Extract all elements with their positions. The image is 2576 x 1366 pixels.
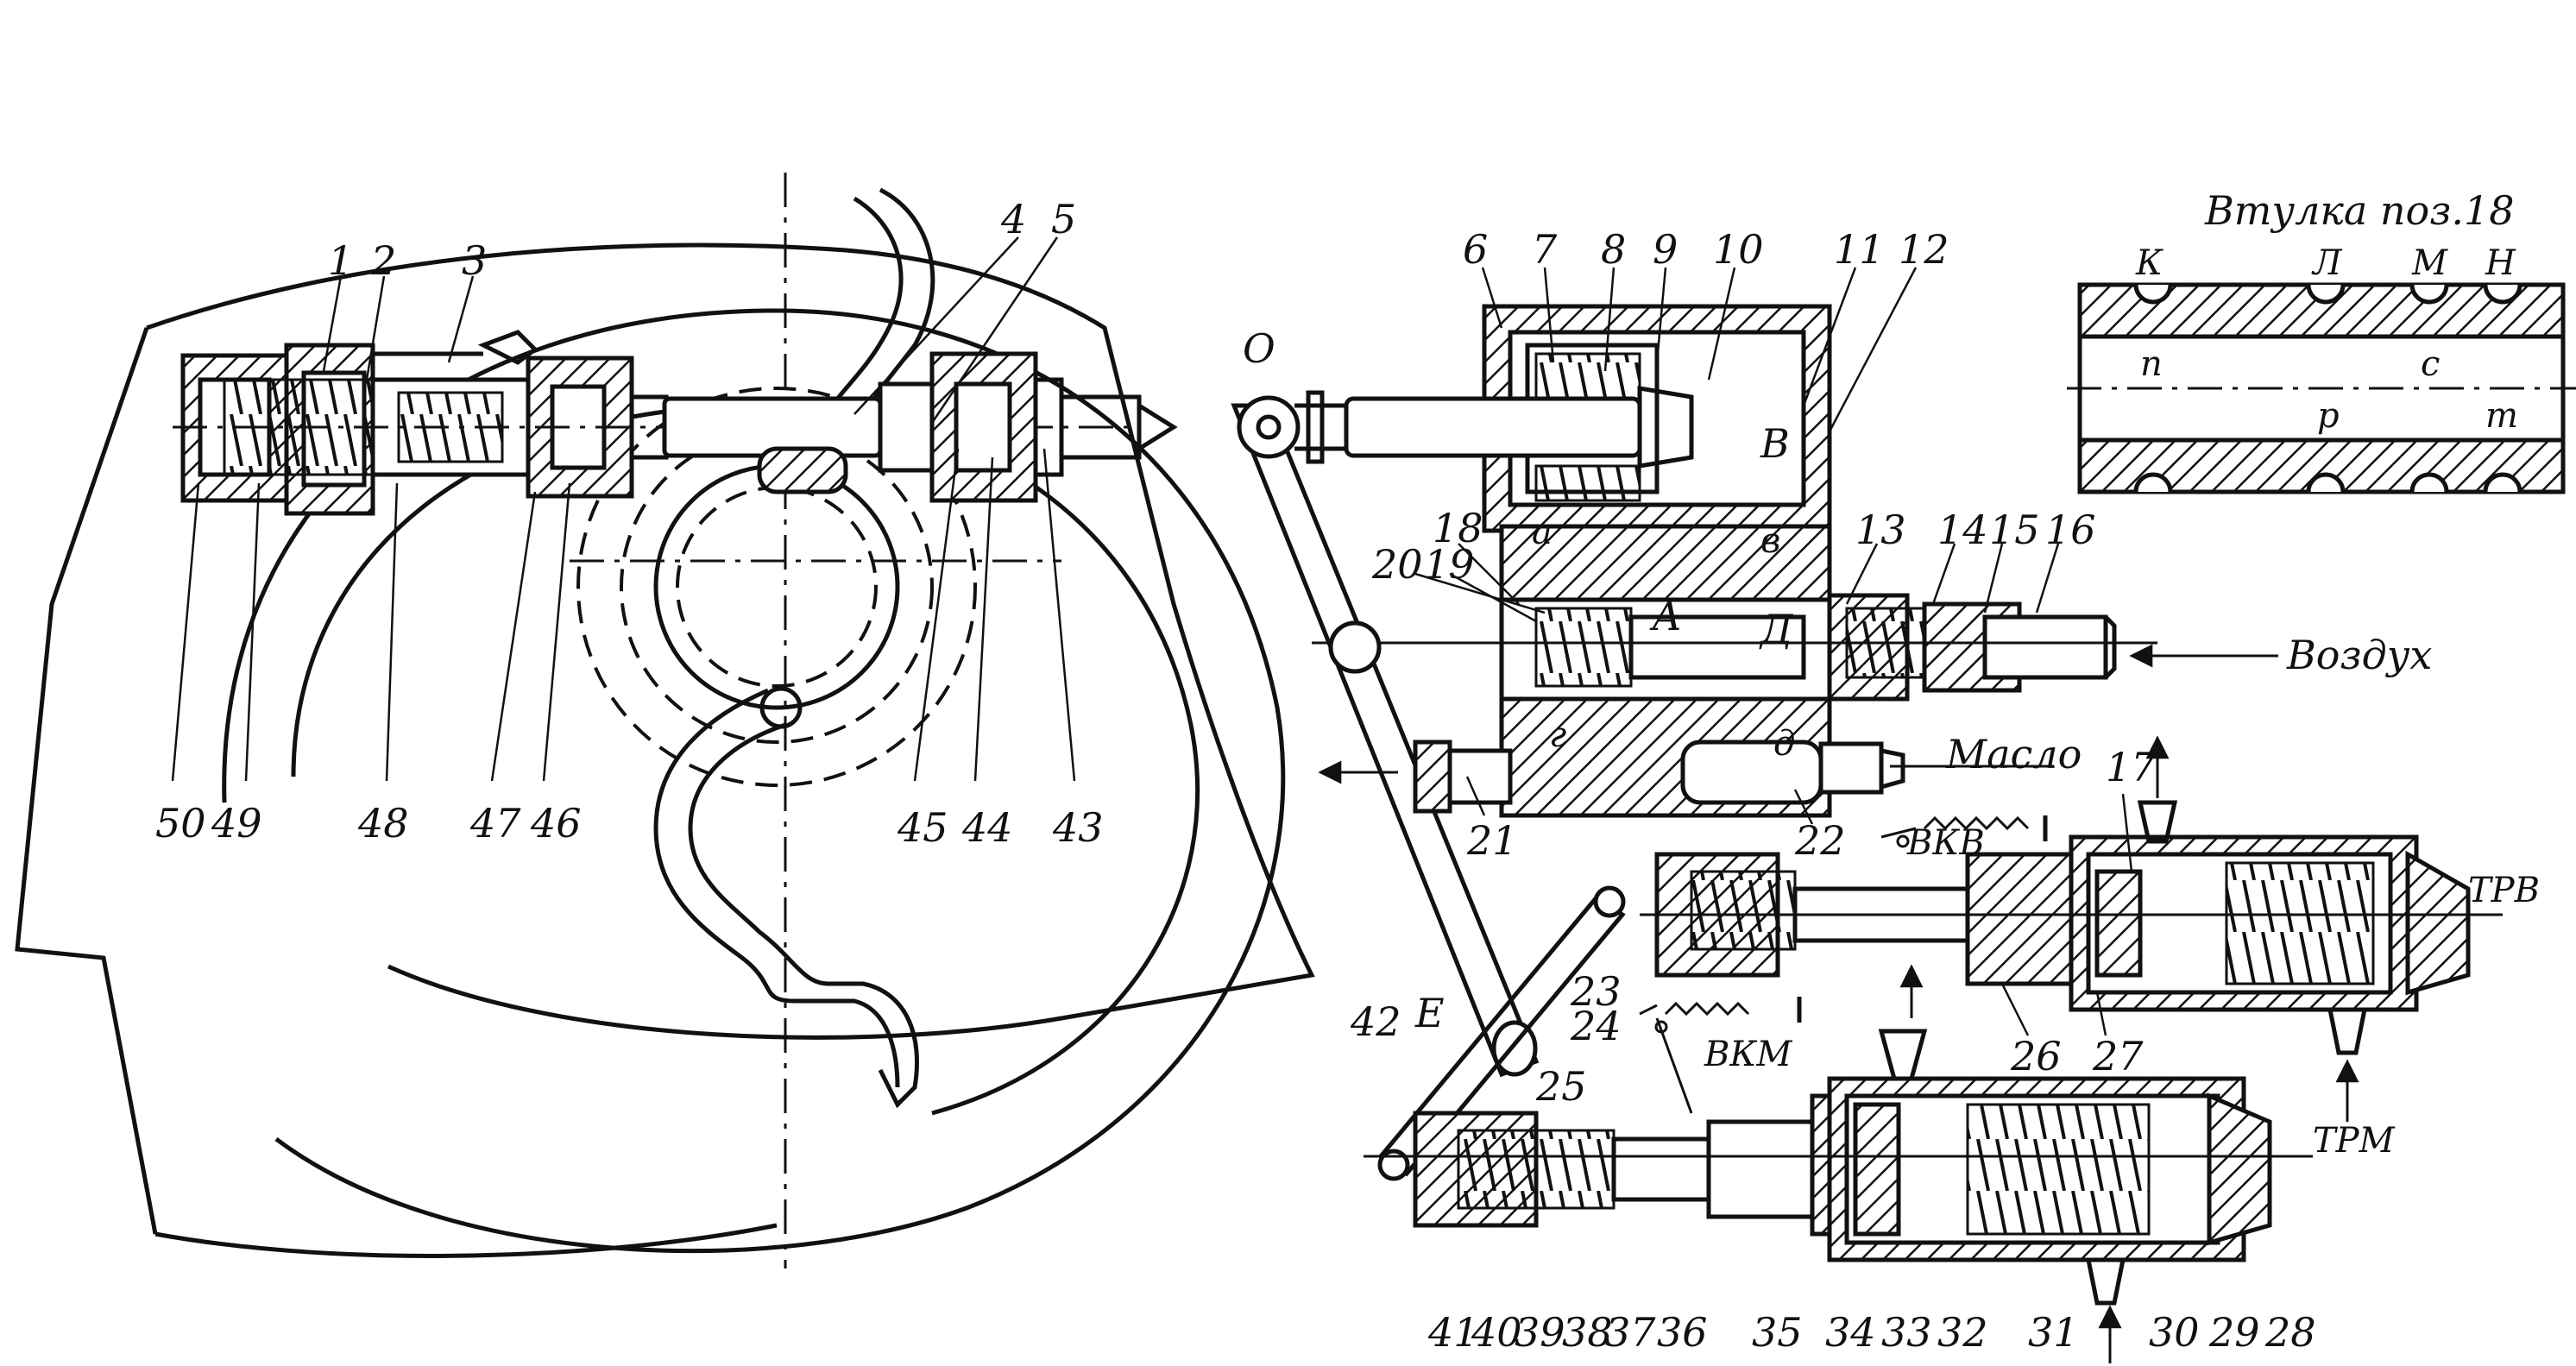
label-17: 17 [2106,744,2157,790]
label-49: 49 [211,800,262,847]
label-24: 24 [1570,1003,1622,1049]
label-39: 39 [1515,1309,1565,1356]
letter-labels: O E B A Д a в г д [1243,325,1795,1036]
inset-letter-s: с [2421,344,2440,384]
label-12: 12 [1899,226,1949,273]
inset-letter-p: п [2140,344,2163,384]
label-46: 46 [530,800,582,847]
label-32: 32 [1937,1309,1988,1356]
label-7: 7 [1532,226,1558,273]
label-5: 5 [1051,196,1076,242]
flywheel-arcs [222,173,1286,1268]
letter-a: a [1532,513,1553,552]
letter-g: г [1549,715,1566,755]
label-25: 25 [1535,1063,1587,1110]
label-4: 4 [1000,196,1026,242]
label-50: 50 [155,800,206,847]
label-37: 37 [1605,1309,1656,1356]
letter-E: E [1414,990,1445,1036]
label-31: 31 [2028,1309,2079,1356]
inset-letter-r: р [2317,396,2340,436]
label-33: 33 [1881,1309,1932,1356]
label-42: 42 [1350,998,1401,1045]
label-26: 26 [2010,1033,2062,1080]
vkm-label: ВКМ [1704,1035,1792,1074]
label-2: 2 [370,237,396,284]
label-11: 11 [1834,226,1885,273]
inset-letter-M: М [2411,243,2448,283]
label-30: 30 [2149,1309,2200,1356]
label-48: 48 [357,800,409,847]
label-38: 38 [1562,1309,1613,1356]
label-8: 8 [1601,226,1626,273]
label-28: 28 [2264,1309,2316,1356]
label-22: 22 [1794,817,1846,864]
label-44: 44 [961,804,1013,851]
inset-title: Втулка поз.18 [2204,187,2514,234]
letter-O: O [1243,325,1275,372]
label-18: 18 [1433,505,1483,551]
label-21: 21 [1466,817,1518,864]
label-34: 34 [1825,1309,1876,1356]
label-40: 40 [1471,1309,1522,1356]
hook-curve [653,686,919,1109]
switch-contacts [1639,815,2048,1114]
label-20: 20 [1371,541,1423,588]
left-valve-assembly [173,330,1178,516]
label-3: 3 [462,237,487,284]
trv-label: ТРВ [2468,871,2540,910]
inset-letter-t: т [2485,396,2518,436]
inset-letter-L: Л [2311,243,2343,283]
letter-d: д [1773,724,1795,764]
oil-label: Масло [1945,731,2082,777]
flow-arrows [1318,644,2359,1363]
label-9: 9 [1653,226,1678,273]
trm-label: ТРМ [2313,1121,2396,1161]
lower-cylinder [1364,1029,2313,1306]
label-36: 36 [1657,1309,1708,1356]
letter-A: A [1649,593,1681,639]
label-19: 19 [1424,541,1475,588]
label-15: 15 [1989,507,2040,553]
label-35: 35 [1752,1309,1803,1356]
label-45: 45 [897,804,948,851]
flow-labels: Воздух Масло ВКВ ВКМ ТРВ ТРМ [1704,632,2540,1161]
leader-lines [171,236,2133,1036]
label-13: 13 [1855,507,1906,553]
letter-v: в [1760,521,1780,561]
label-27: 27 [2092,1033,2144,1080]
label-16: 16 [2045,507,2096,553]
vkv-label: ВКВ [1906,823,1985,863]
label-47: 47 [469,800,521,847]
label-23: 23 [1570,968,1622,1015]
inset-letter-N: Н [2485,243,2516,283]
label-41: 41 [1427,1309,1479,1356]
middle-valve-block [1312,524,2157,818]
label-14: 14 [1937,507,1988,553]
inset-labels: Втулка поз.18 К Л М Н п с р т [2135,187,2518,436]
label-10: 10 [1713,226,1764,273]
label-1: 1 [328,237,353,284]
upper-right-cylinder [1640,800,2503,1055]
crankcase-outline [15,242,1315,1258]
label-6: 6 [1463,226,1488,273]
air-label: Воздух [2286,632,2432,678]
inset-letter-K: К [2135,243,2163,283]
letter-B: B [1760,420,1790,467]
label-29: 29 [2208,1309,2260,1356]
bushing-inset [2067,282,2576,494]
upper-cylinder [1294,304,1832,533]
letter-D: Д [1759,606,1794,652]
label-43: 43 [1052,804,1104,851]
part-number-labels: 1 2 3 4 5 6 7 8 9 10 11 12 13 14 15 16 1… [155,196,2316,1356]
